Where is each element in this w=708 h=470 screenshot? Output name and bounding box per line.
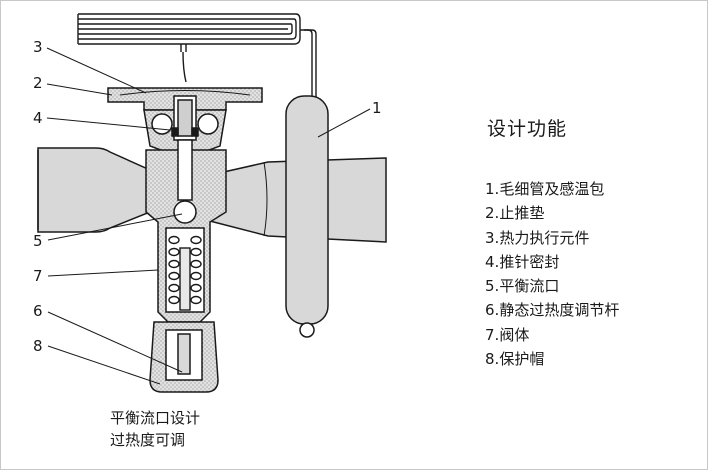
function-label: 热力执行元件 bbox=[499, 228, 590, 247]
function-item: 4.推针密封 bbox=[485, 250, 619, 274]
function-number: 1. bbox=[485, 180, 500, 198]
function-number: 6. bbox=[485, 301, 500, 320]
function-number: 8. bbox=[485, 350, 500, 369]
sensing-bulb bbox=[285, 95, 329, 338]
callout-4: 4 bbox=[33, 109, 43, 127]
caption-line-2: 过热度可调 bbox=[110, 431, 186, 449]
caption: 平衡流口设计 过热度可调 bbox=[110, 407, 200, 451]
callout-8: 8 bbox=[33, 337, 43, 355]
capillary-tube bbox=[77, 13, 317, 100]
function-label: 静态过热度调节杆 bbox=[499, 301, 620, 320]
function-number: 5. bbox=[485, 277, 500, 296]
function-item: 8.保护帽 bbox=[485, 347, 619, 371]
function-item: 7.阀体 bbox=[485, 323, 619, 347]
function-number: 3. bbox=[485, 228, 500, 247]
callout-3: 3 bbox=[33, 38, 43, 56]
function-label: 保护帽 bbox=[499, 350, 545, 369]
function-item: 6.静态过热度调节杆 bbox=[485, 298, 619, 322]
function-number: 7. bbox=[485, 325, 500, 344]
function-label: 止推垫 bbox=[499, 204, 545, 223]
function-item: 5.平衡流口 bbox=[485, 274, 619, 298]
spring bbox=[168, 235, 202, 311]
function-item: 2.止推垫 bbox=[485, 201, 619, 225]
function-label: 推针密封 bbox=[499, 252, 560, 271]
protective-cap bbox=[149, 321, 219, 393]
function-label: 平衡流口 bbox=[499, 277, 560, 296]
function-item: 1.毛细管及感温包 bbox=[485, 177, 619, 201]
callout-6: 6 bbox=[33, 302, 43, 320]
function-label: 毛细管及感温包 bbox=[499, 180, 605, 198]
functions-title: 设计功能 bbox=[487, 118, 568, 140]
function-number: 4. bbox=[485, 252, 500, 271]
function-number: 2. bbox=[485, 204, 500, 223]
function-label: 阀体 bbox=[499, 325, 530, 344]
caption-line-1: 平衡流口设计 bbox=[110, 409, 201, 427]
callout-7: 7 bbox=[33, 267, 43, 285]
leader-lines bbox=[46, 47, 371, 385]
callout-5: 5 bbox=[33, 232, 43, 250]
functions-list: 1.毛细管及感温包 2.止推垫 3.热力执行元件 4.推针密封 5.平衡流口 6… bbox=[485, 177, 619, 371]
callout-2: 2 bbox=[33, 74, 43, 92]
function-item: 3.热力执行元件 bbox=[485, 226, 619, 250]
callout-1: 1 bbox=[372, 99, 382, 117]
